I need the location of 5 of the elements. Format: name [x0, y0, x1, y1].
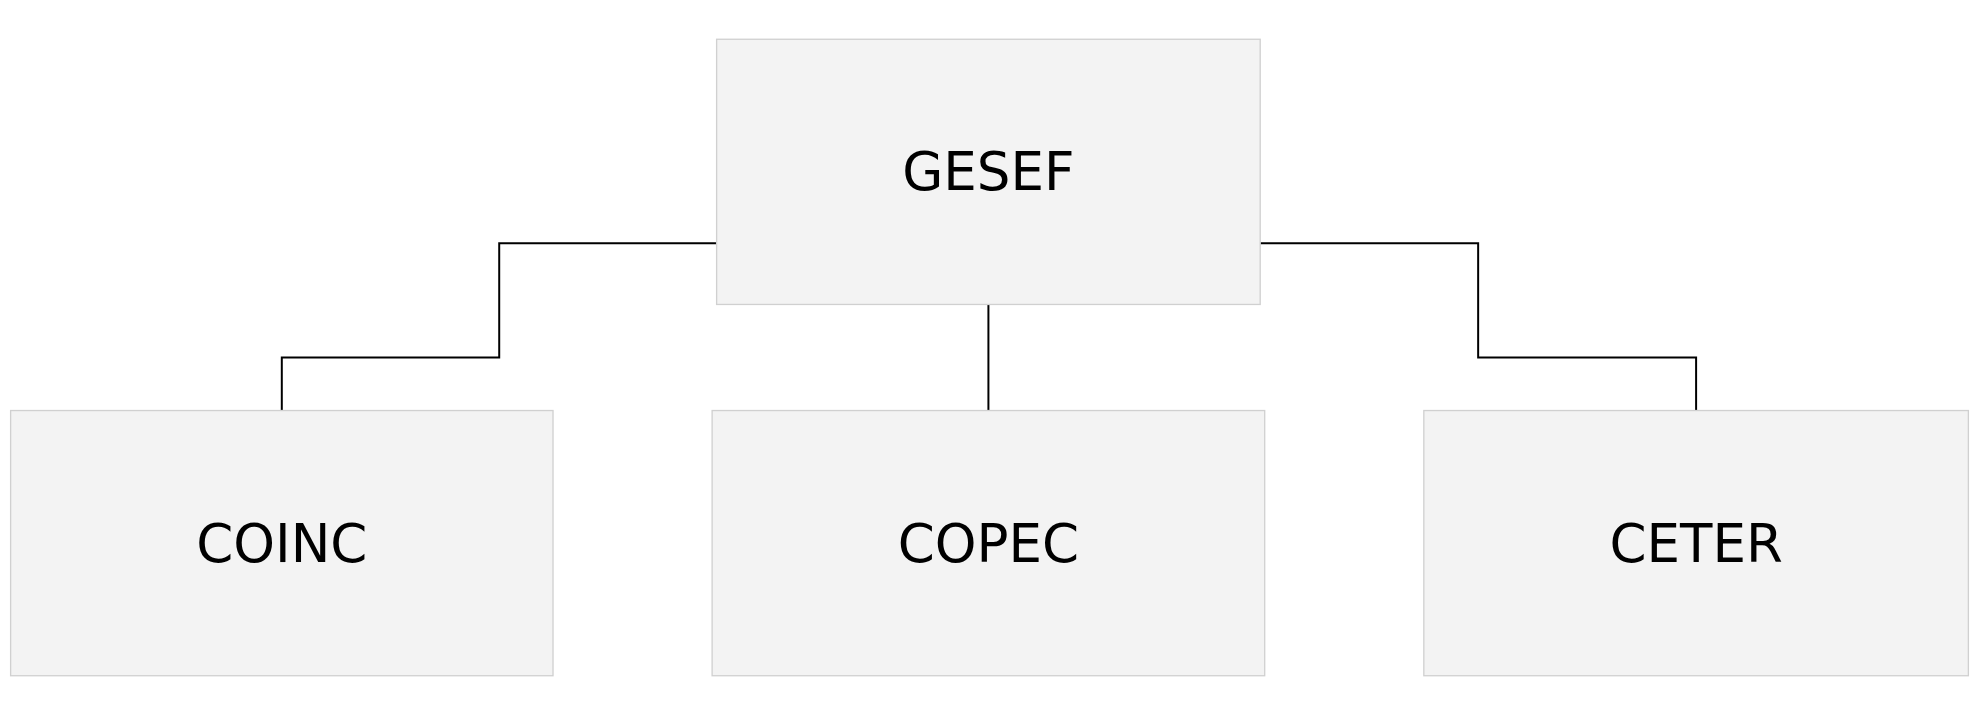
node-box: COPEC: [711, 409, 1266, 677]
node-box: COINC: [9, 409, 554, 677]
node-box: GESEF: [715, 38, 1261, 306]
connector: [987, 303, 990, 412]
node-box: CETER: [1423, 409, 1970, 677]
